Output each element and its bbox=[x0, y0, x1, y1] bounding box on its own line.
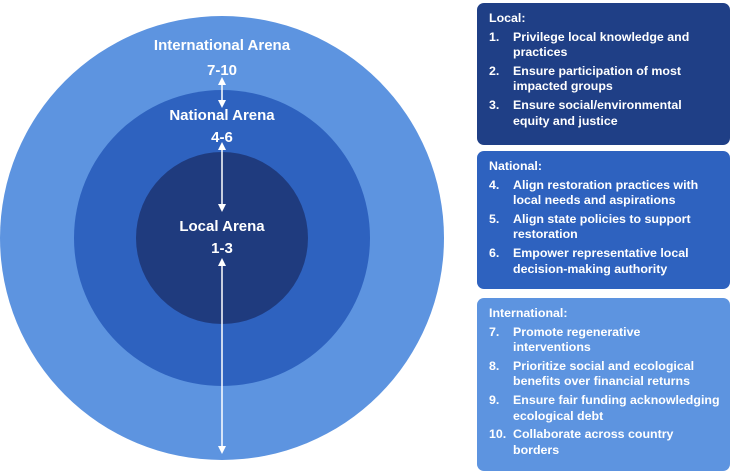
item-number: 1. bbox=[489, 29, 500, 44]
item-text: Empower representative local decision-ma… bbox=[513, 245, 689, 276]
item-text: Ensure fair funding acknowledging ecolog… bbox=[513, 392, 720, 423]
item-text: Privilege local knowledge and practices bbox=[513, 29, 690, 60]
local-arena-label: Local Arena bbox=[179, 218, 265, 235]
list-item: 2. Ensure participation of most impacted… bbox=[489, 64, 720, 95]
list-item: 5. Align state policies to support resto… bbox=[489, 212, 720, 243]
item-number: 8. bbox=[489, 358, 500, 373]
list-item: 1. Privilege local knowledge and practic… bbox=[489, 30, 720, 61]
item-text: Align restoration practices with local n… bbox=[513, 177, 699, 208]
principles-list: 4. Align restoration practices with loca… bbox=[489, 178, 720, 278]
item-text: Ensure participation of most impacted gr… bbox=[513, 63, 681, 94]
list-item: 7. Promote regenerative interventions bbox=[489, 325, 720, 356]
principles-list: 1. Privilege local knowledge and practic… bbox=[489, 30, 720, 130]
principles-list: 7. Promote regenerative interventions 8.… bbox=[489, 325, 720, 459]
panel-title: Local: bbox=[489, 11, 526, 25]
list-item: 10. Collaborate across country borders bbox=[489, 427, 720, 458]
local-arena-range: 1-3 bbox=[211, 240, 233, 257]
item-number: 4. bbox=[489, 177, 500, 192]
international-arena-label: International Arena bbox=[154, 37, 291, 54]
item-number: 9. bbox=[489, 392, 500, 407]
item-text: Collaborate across country borders bbox=[513, 427, 674, 457]
international-arena-range: 7-10 bbox=[207, 62, 237, 79]
item-number: 10. bbox=[489, 427, 507, 442]
item-text: Align state policies to support restorat… bbox=[513, 211, 691, 242]
item-number: 7. bbox=[489, 324, 500, 339]
item-number: 5. bbox=[489, 211, 500, 226]
list-item: 4. Align restoration practices with loca… bbox=[489, 178, 720, 209]
local-arena-circle bbox=[136, 152, 308, 324]
panel-title: National: bbox=[489, 159, 543, 173]
arena-circles-diagram: International Arena 7-10 National Arena … bbox=[0, 16, 444, 460]
item-text: Prioritize social and ecological benefit… bbox=[513, 358, 695, 389]
national-arena-range: 4-6 bbox=[211, 129, 233, 146]
list-item: 6. Empower representative local decision… bbox=[489, 246, 720, 277]
national-arena-label: National Arena bbox=[169, 107, 275, 124]
item-number: 3. bbox=[489, 97, 500, 112]
item-number: 2. bbox=[489, 63, 500, 78]
list-item: 3. Ensure social/environmental equity an… bbox=[489, 98, 720, 129]
list-item: 8. Prioritize social and ecological bene… bbox=[489, 359, 720, 390]
item-text: Ensure social/environmental equity and j… bbox=[513, 97, 682, 128]
national-principles-panel: National: 4. Align restoration practices… bbox=[477, 151, 730, 289]
item-text: Promote regenerative interventions bbox=[513, 324, 641, 355]
international-principles-panel: International: 7. Promote regenerative i… bbox=[477, 298, 730, 471]
list-item: 9. Ensure fair funding acknowledging eco… bbox=[489, 393, 720, 424]
local-principles-panel: Local: 1. Privilege local knowledge and … bbox=[477, 3, 730, 145]
item-number: 6. bbox=[489, 245, 500, 260]
panel-title: International: bbox=[489, 306, 568, 320]
